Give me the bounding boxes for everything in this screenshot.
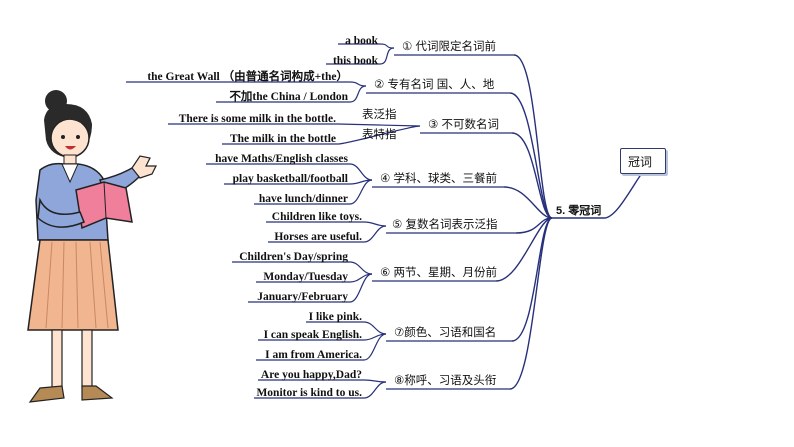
example-text: have lunch/dinner (258, 193, 348, 205)
topic-node[interactable] (620, 148, 666, 174)
example-connector (363, 379, 387, 383)
root-to-topic-connector (603, 172, 643, 219)
example-text: January/February (257, 291, 348, 303)
example-text: There is some milk in the bottle. (178, 113, 336, 125)
example-connector (349, 85, 367, 103)
branch-connector (509, 92, 553, 219)
example-connector (337, 123, 421, 127)
left-eye (61, 135, 65, 139)
example-text: a book (345, 35, 378, 47)
skirt-pleats (45, 241, 109, 329)
note-text: 表泛指 (362, 109, 397, 121)
example-text: Children like toys. (271, 211, 362, 223)
category-label: ⑧称呼、习语及头衔 (394, 375, 497, 387)
example-text: Are you happy,Dad? (260, 369, 362, 381)
example-connector (363, 321, 387, 335)
branch-connector (495, 217, 553, 282)
example-connector (349, 179, 373, 205)
branch-connector (509, 217, 553, 390)
note-text: 表特指 (362, 129, 397, 141)
example-text: Children's Day/spring (239, 251, 348, 263)
example-text: I can speak English. (263, 329, 362, 341)
example-connector (363, 221, 387, 227)
category-label: ③ 不可数名词 (428, 119, 500, 131)
mouth (65, 146, 76, 150)
category-label: ⑦颜色、习语和国名 (394, 327, 497, 339)
example-text: Monitor is kind to us. (256, 387, 362, 399)
right-shoe (81, 385, 114, 401)
example-text: Horses are useful. (274, 231, 362, 243)
branch-connector (511, 132, 553, 219)
category-label: ② 专有名词 国、人、地 (374, 79, 495, 91)
branch-connector (513, 54, 553, 219)
example-text: 不加the China / London (229, 91, 348, 103)
example-text: play basketball/football (232, 173, 348, 185)
example-text: Monday/Tuesday (263, 271, 348, 283)
example-connector (349, 273, 373, 303)
branch-connector (503, 186, 553, 219)
book-spine (103, 181, 107, 219)
right-eye (76, 135, 80, 139)
example-text: have Maths/English classes (215, 153, 348, 165)
topic-label: 冠词 (628, 155, 653, 169)
category-label: ① 代词限定名词前 (402, 41, 497, 53)
example-text: the Great Wall （由普通名词构成+the） (147, 71, 348, 83)
example-connector (379, 47, 395, 65)
example-connector (379, 43, 395, 49)
left-shoe (28, 385, 65, 403)
fringe (50, 112, 88, 128)
example-connector (349, 163, 373, 181)
example-text: I like pink. (308, 311, 362, 323)
lower-arm (37, 197, 85, 228)
example-connector (349, 261, 373, 275)
example-text: The milk in the bottle (229, 133, 336, 145)
example-connector (337, 125, 421, 145)
category-label: ④ 学科、球类、三餐前 (380, 173, 498, 185)
example-text: this book (332, 55, 378, 67)
example-connector (349, 81, 367, 87)
raised-hand (131, 155, 157, 179)
category-label: ⑥ 两节、星期、月份前 (380, 267, 498, 279)
category-label: ⑤ 复数名词表示泛指 (392, 219, 498, 231)
example-text: I am from America. (265, 349, 362, 361)
example-connector (363, 333, 387, 361)
example-connector (363, 225, 387, 243)
root-label: 5. 零冠词 (556, 205, 602, 217)
collar (61, 163, 79, 184)
example-connector (363, 381, 387, 399)
